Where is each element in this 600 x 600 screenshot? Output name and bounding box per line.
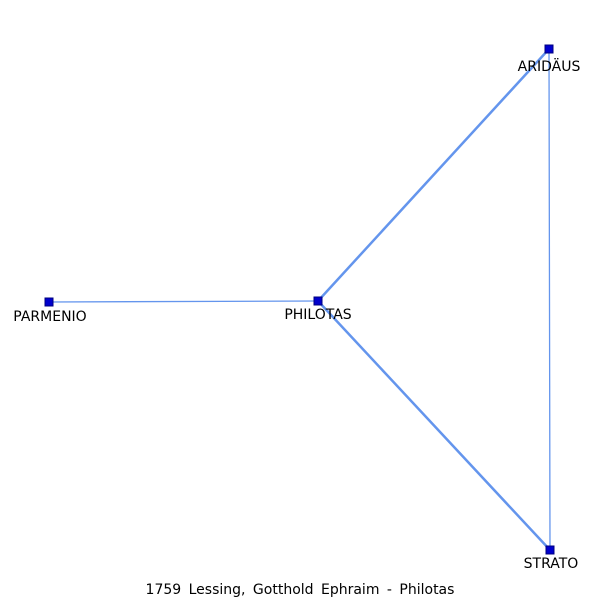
edge-philotas-strato <box>316 299 552 552</box>
node-label-philotas: PHILOTAS <box>284 307 351 323</box>
edges-layer <box>48 47 552 552</box>
nodes-layer <box>44 44 555 555</box>
node-philotas <box>313 296 323 306</box>
edge-aridaus-strato <box>548 48 551 551</box>
node-label-strato: STRATO <box>524 556 579 572</box>
node-strato <box>545 545 555 555</box>
node-label-parmenio: PARMENIO <box>13 309 86 325</box>
node-label-aridaus: ARIDÄUS <box>518 57 581 75</box>
edge-philotas-parmenio <box>48 300 319 303</box>
edge-philotas-aridaus <box>316 47 551 303</box>
graph-caption: 1759 Lessing, Gotthold Ephraim - Philota… <box>145 582 455 598</box>
labels-layer: ARIDÄUS PARMENIO PHILOTAS STRATO <box>13 57 580 572</box>
node-parmenio <box>44 297 54 307</box>
node-aridaus <box>544 44 554 54</box>
